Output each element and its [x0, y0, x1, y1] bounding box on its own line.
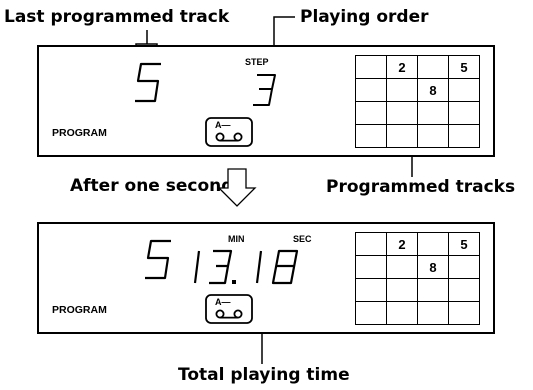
grid-cell [355, 124, 387, 148]
last-programmed-track-label: Last programmed track [4, 7, 230, 27]
display-panel-top: PROGRAM STEP 5 3 A— 258 [37, 45, 495, 157]
display-panel-bottom: PROGRAM MIN SEC 5 13 18 A— 258 [37, 222, 495, 334]
grid-row [355, 301, 480, 325]
after-one-second-label: After one second [70, 176, 234, 196]
grid-cell: 5 [448, 232, 480, 256]
grid-cell [355, 278, 387, 302]
step-indicator: STEP [245, 57, 269, 67]
grid-cell [448, 301, 480, 325]
grid-row: 8 [355, 255, 480, 279]
grid-cell [355, 301, 387, 325]
grid-cell [386, 78, 418, 102]
playing-order-label: Playing order [300, 7, 429, 27]
grid-cell [448, 78, 480, 102]
cassette-tape-icon: A— [205, 117, 253, 147]
total-time-readout: 13 18 [193, 249, 299, 285]
grid-cell [448, 124, 480, 148]
track-number-digit: 5 [135, 62, 161, 103]
grid-cell [355, 255, 387, 279]
grid-cell [386, 301, 418, 325]
grid-cell: 2 [386, 232, 418, 256]
step-number-digit: 3 [253, 74, 276, 106]
track-number-digit: 5 [145, 239, 171, 280]
grid-row [355, 124, 480, 148]
grid-cell [448, 101, 480, 125]
grid-cell [417, 124, 449, 148]
svg-text:A—: A— [215, 120, 231, 130]
grid-cell [355, 232, 387, 256]
program-indicator: PROGRAM [52, 304, 107, 316]
svg-text:A—: A— [215, 297, 231, 307]
grid-cell [355, 55, 387, 79]
grid-cell: 5 [448, 55, 480, 79]
cassette-tape-icon: A— [205, 294, 253, 324]
min-indicator: MIN [228, 234, 245, 244]
total-playing-time-label: Total playing time [178, 365, 350, 385]
grid-cell [386, 101, 418, 125]
grid-cell [386, 278, 418, 302]
grid-cell [386, 124, 418, 148]
grid-cell: 8 [417, 255, 449, 279]
grid-row [355, 278, 480, 302]
grid-row: 8 [355, 78, 480, 102]
grid-cell [386, 255, 418, 279]
grid-row [355, 101, 480, 125]
grid-cell: 8 [417, 78, 449, 102]
grid-cell [355, 78, 387, 102]
grid-cell [417, 101, 449, 125]
grid-cell: 2 [386, 55, 418, 79]
down-arrow-icon [217, 168, 257, 207]
sec-indicator: SEC [293, 234, 312, 244]
grid-cell [448, 255, 480, 279]
grid-cell [417, 301, 449, 325]
grid-cell [417, 278, 449, 302]
grid-cell [448, 278, 480, 302]
grid-cell [417, 232, 449, 256]
program-indicator: PROGRAM [52, 127, 107, 139]
grid-cell [355, 101, 387, 125]
programmed-tracks-label: Programmed tracks [326, 177, 516, 197]
grid-cell [417, 55, 449, 79]
